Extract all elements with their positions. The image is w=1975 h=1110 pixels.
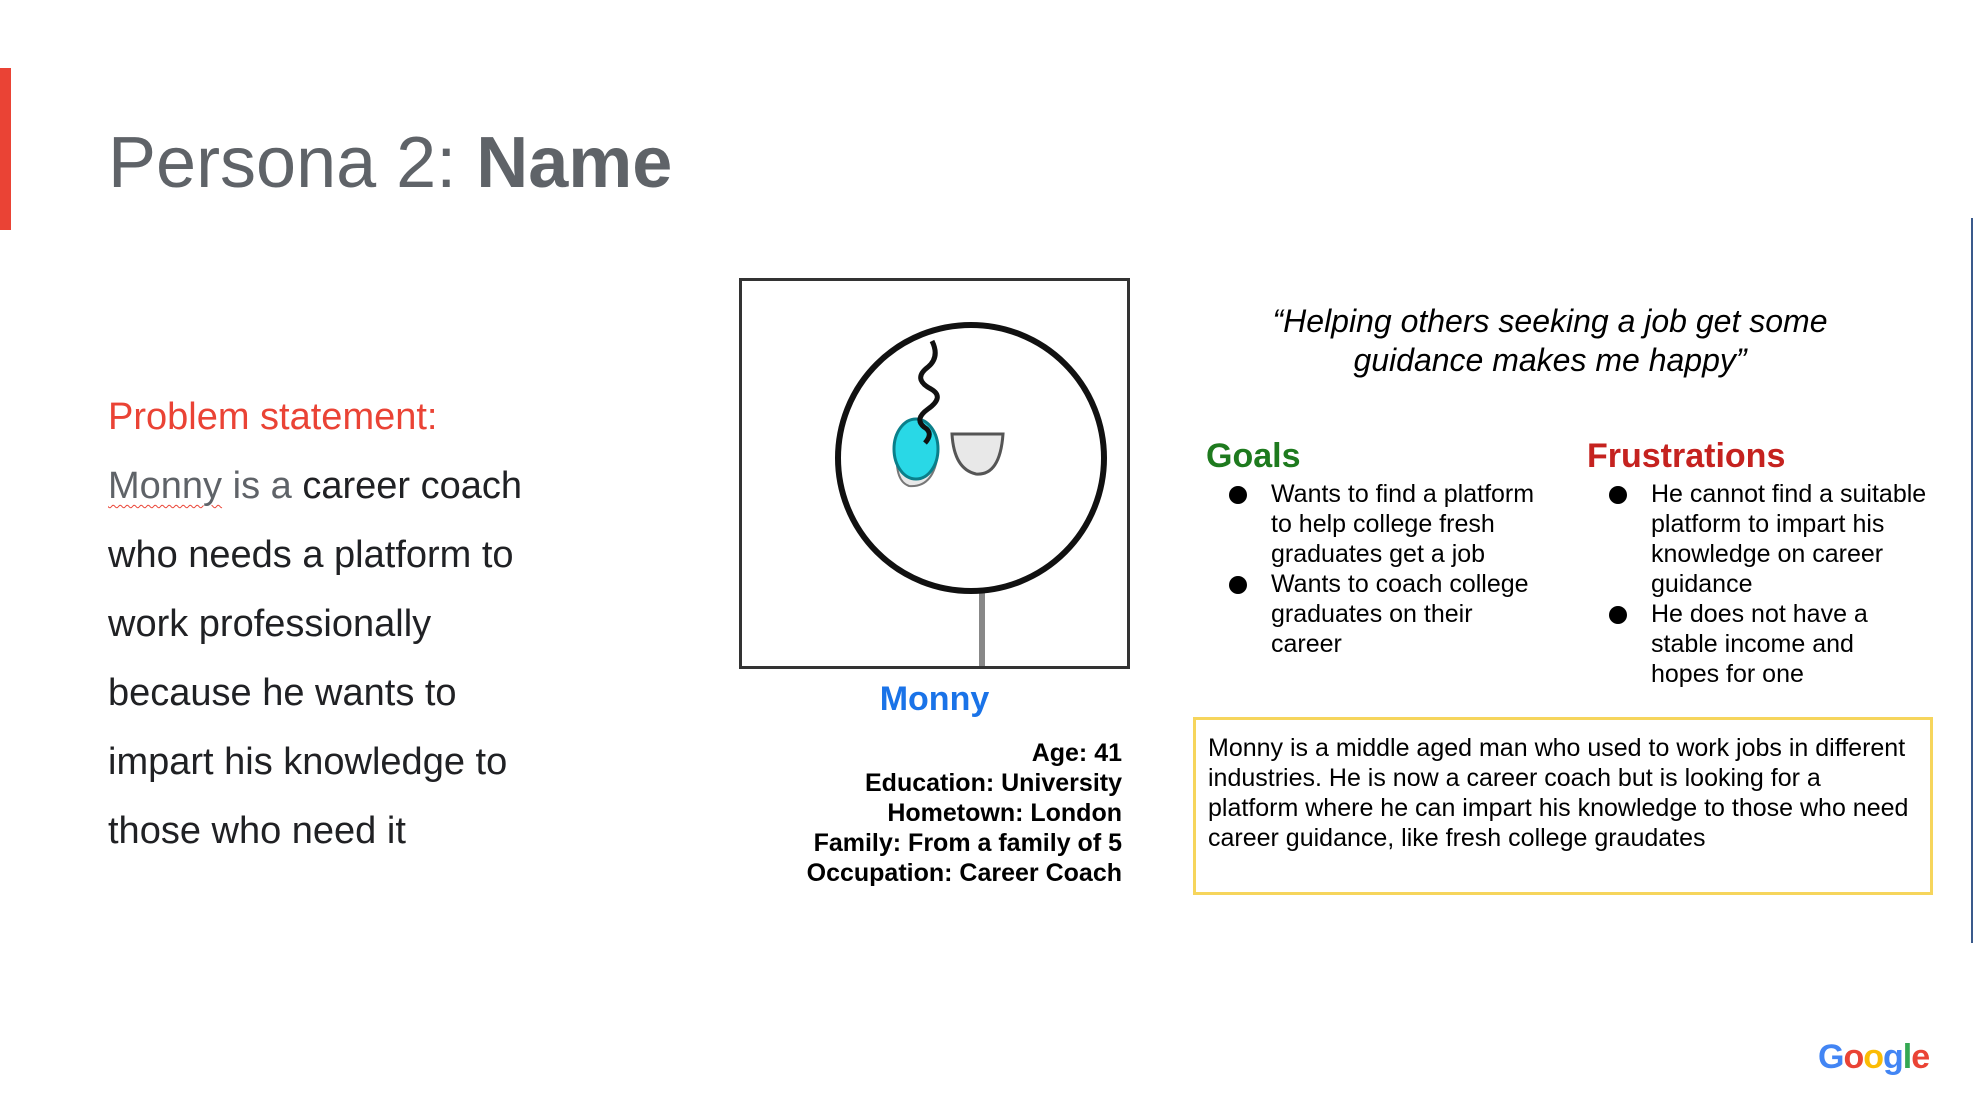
right-edge-line xyxy=(1971,218,1973,943)
google-logo-letter: o xyxy=(1863,1038,1884,1076)
problem-is-a: is a xyxy=(222,465,303,507)
persona-avatar xyxy=(739,278,1130,669)
google-logo-letter: G xyxy=(1818,1038,1844,1076)
problem-statement-line: work professionally xyxy=(108,603,432,645)
problem-persona-name: Monny xyxy=(108,465,223,507)
problem-statement-line: Monny is a career coach xyxy=(108,452,668,521)
accent-bar xyxy=(0,68,11,230)
goals-heading: Goals xyxy=(1206,437,1301,475)
persona-occupation: Occupation: Career Coach xyxy=(806,859,1122,887)
google-logo-letter: e xyxy=(1911,1038,1930,1076)
persona-details: Age: 41 Education: University Hometown: … xyxy=(740,738,1122,888)
slide-title: Persona 2: Name xyxy=(108,122,672,204)
persona-age: Age: 41 xyxy=(1031,739,1122,767)
persona-avatar-drawing xyxy=(835,322,1107,666)
problem-role: career coach xyxy=(302,465,522,507)
google-logo-letter: g xyxy=(1883,1038,1904,1076)
problem-statement-line: those who need it xyxy=(108,810,406,852)
slide-title-bold: Name xyxy=(476,123,673,203)
persona-hometown: Hometown: London xyxy=(887,799,1122,827)
list-item: He cannot find a suitable platform to im… xyxy=(1587,479,1927,599)
list-item: Wants to find a platform to help college… xyxy=(1207,479,1537,569)
bullet-icon xyxy=(1229,486,1247,504)
persona-family: Family: From a family of 5 xyxy=(813,829,1122,857)
persona-name: Monny xyxy=(879,680,990,718)
goal-text: Wants to coach college graduates on thei… xyxy=(1271,570,1529,658)
quote-line: “Helping others seeking a job get some xyxy=(1272,303,1828,339)
frustrations-heading: Frustrations xyxy=(1587,437,1786,475)
problem-statement-line: because he wants to xyxy=(108,672,457,714)
problem-statement-line: who needs a platform to xyxy=(108,534,514,576)
frustration-text: He does not have a stable income and hop… xyxy=(1651,600,1868,688)
avatar-monocle-eye xyxy=(892,417,940,481)
bio-text: Monny is a middle aged man who used to w… xyxy=(1208,734,1909,852)
google-logo: Google xyxy=(1818,1038,1930,1077)
problem-statement: Problem statement: Monny is a career coa… xyxy=(108,383,668,866)
problem-statement-line: impart his knowledge to xyxy=(108,741,508,783)
google-logo-letter: o xyxy=(1843,1038,1864,1076)
bullet-icon xyxy=(1609,486,1627,504)
bullet-icon xyxy=(1229,576,1247,594)
avatar-right-eye xyxy=(950,432,1005,476)
list-item: Wants to coach college graduates on thei… xyxy=(1207,569,1537,659)
goals-list: Wants to find a platform to help college… xyxy=(1207,479,1537,659)
persona-quote: “Helping others seeking a job get some g… xyxy=(1195,302,1905,380)
frustrations-list: He cannot find a suitable platform to im… xyxy=(1587,479,1927,689)
avatar-hair-curl xyxy=(917,339,940,445)
quote-line: guidance makes me happy” xyxy=(1353,342,1747,378)
list-item: He does not have a stable income and hop… xyxy=(1587,599,1927,689)
frustration-text: He cannot find a suitable platform to im… xyxy=(1651,480,1927,598)
slide-title-prefix: Persona 2: xyxy=(108,123,477,203)
goal-text: Wants to find a platform to help college… xyxy=(1271,480,1535,568)
persona-education: Education: University xyxy=(865,769,1122,797)
persona-bio: Monny is a middle aged man who used to w… xyxy=(1193,717,1933,895)
bullet-icon xyxy=(1609,606,1627,624)
google-logo-letter: l xyxy=(1902,1038,1913,1076)
problem-statement-heading: Problem statement: xyxy=(108,396,438,438)
